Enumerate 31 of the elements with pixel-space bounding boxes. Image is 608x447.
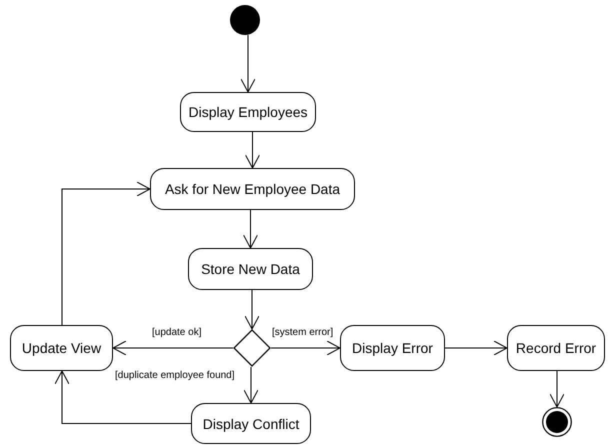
arrow xyxy=(112,340,234,356)
activity-label: Ask for New Employee Data xyxy=(164,181,340,197)
arrow xyxy=(444,340,508,356)
edge-label: [system error] xyxy=(272,327,334,338)
edge-label: [update ok] xyxy=(152,327,202,338)
activity-box xyxy=(180,92,316,132)
activity-label: Display Conflict xyxy=(202,416,300,432)
activity-box xyxy=(340,325,445,371)
decision-diamond xyxy=(233,329,271,367)
arrow xyxy=(54,370,192,424)
start-node xyxy=(230,5,260,35)
arrow xyxy=(240,34,256,92)
activity-box xyxy=(150,168,355,210)
activity-box xyxy=(191,403,311,444)
activity-label: Display Error xyxy=(352,340,433,356)
activity-box xyxy=(507,325,605,371)
arrow xyxy=(245,132,260,168)
arrow xyxy=(244,366,258,404)
activity-label: Record Error xyxy=(516,340,596,356)
edge-label: [duplicate employee found] xyxy=(115,370,235,381)
end-node xyxy=(542,407,572,437)
activity-label: Update View xyxy=(22,340,102,356)
activity-box xyxy=(10,325,113,371)
activity-box xyxy=(188,248,313,290)
arrow xyxy=(243,210,258,248)
arrow xyxy=(62,182,150,326)
arrow xyxy=(550,370,564,408)
arrow xyxy=(270,340,340,356)
activity-label: Store New Data xyxy=(201,261,300,277)
arrow xyxy=(244,290,260,330)
activity-label: Display Employees xyxy=(188,104,308,120)
